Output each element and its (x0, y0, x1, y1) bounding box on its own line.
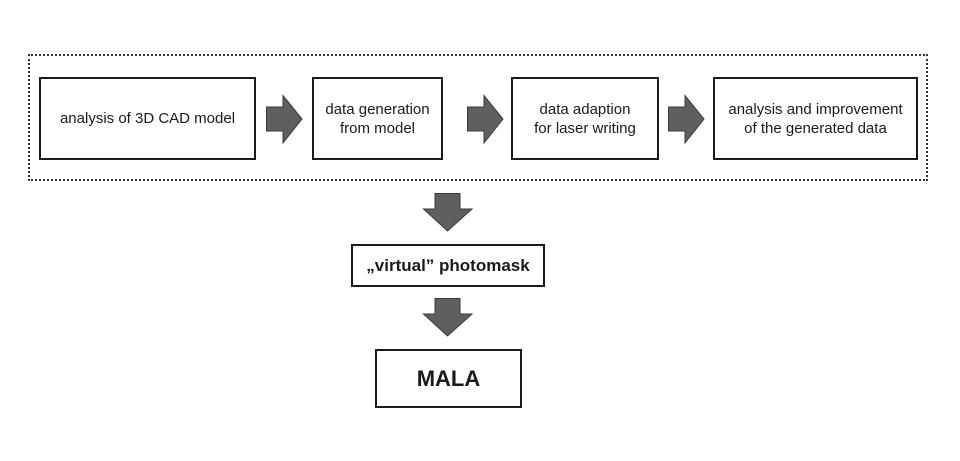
step-label: analysis of 3D CAD model (59, 110, 236, 127)
step-data-adaption-box: data adaption for laser writing (511, 77, 659, 160)
arrow-right-icon (668, 94, 705, 145)
photomask-label: „virtual” photomask (366, 256, 530, 275)
step-analysis-improvement-box: analysis and improvement of the generate… (713, 77, 918, 160)
step-label: analysis and improvement of the generate… (728, 100, 903, 137)
arrow-right-icon (467, 94, 504, 145)
arrow-right-icon (266, 94, 303, 145)
step-data-generation-box: data generation from model (312, 77, 443, 160)
process-group-frame (28, 54, 928, 181)
mala-box: MALA (375, 349, 522, 408)
virtual-photomask-box: „virtual” photomask (351, 244, 545, 287)
step-analysis-cad-box: analysis of 3D CAD model (39, 77, 256, 160)
arrow-down-icon (422, 298, 474, 337)
step-label: data adaption for laser writing (534, 100, 636, 137)
step-label: data generation from model (325, 100, 430, 137)
arrow-down-icon (422, 193, 474, 232)
mala-label: MALA (416, 366, 481, 391)
